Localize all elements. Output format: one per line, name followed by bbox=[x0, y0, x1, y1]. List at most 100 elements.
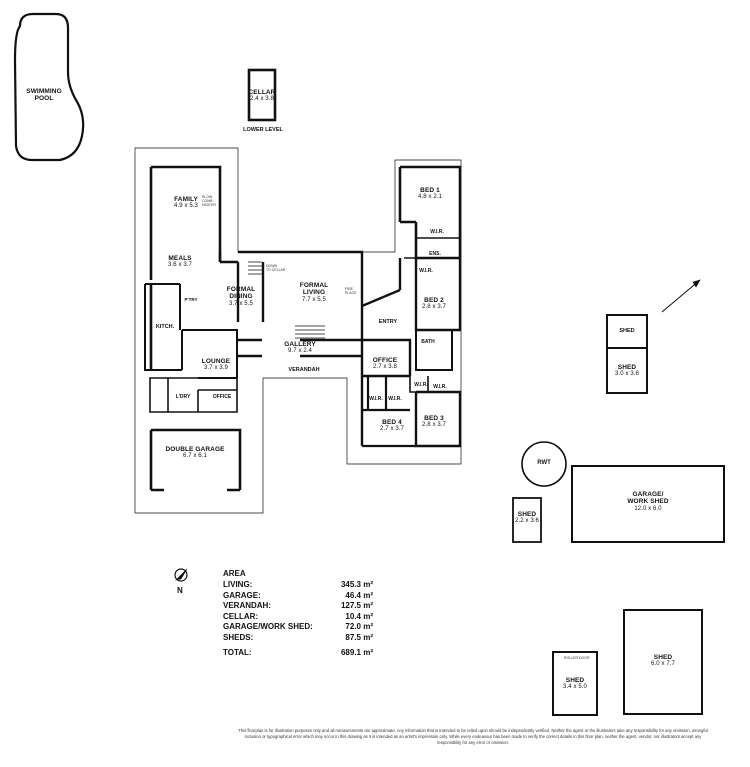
wir-bed4-b-label: W.I.R. bbox=[388, 396, 402, 402]
direction-arrow-head bbox=[692, 279, 701, 288]
area-row-value: 87.5 m² bbox=[345, 632, 373, 642]
shed-top-label: SHED bbox=[619, 328, 635, 334]
area-summary: AREA LIVING:345.3 m² GARAGE: 46.4 m² VERA… bbox=[223, 568, 373, 658]
area-row-label: VERANDAH: bbox=[223, 601, 271, 611]
swimming-pool-label: SWIMMING POOL bbox=[26, 88, 62, 103]
wir-bed3-b-label: W.I.R. bbox=[433, 384, 447, 390]
meals-label: MEALS 3.6 x 3.7 bbox=[168, 255, 192, 269]
shed-c-outline bbox=[552, 651, 598, 716]
down-to-cellar-label: DOWN TO CELLAR bbox=[266, 264, 286, 272]
shed-c-label: SHED 3.4 x 5.0 bbox=[563, 677, 587, 691]
meals-dim: 3.6 x 3.7 bbox=[168, 262, 192, 269]
fire-place-label: FIRE PLACE bbox=[345, 287, 357, 295]
cellar-label: CELLAR 2.4 x 3.8 bbox=[249, 89, 276, 103]
double-garage-name: DOUBLE GARAGE bbox=[165, 446, 225, 453]
stairs bbox=[295, 325, 325, 339]
area-row-cellar: CELLAR: 10.4 m² bbox=[223, 612, 373, 623]
bed1-walls bbox=[398, 165, 462, 260]
bed3-label: BED 3 2.8 x 3.7 bbox=[422, 415, 446, 429]
formal-dining-dim: 3.7 x 5.5 bbox=[229, 300, 253, 307]
area-row-value: 72.0 m² bbox=[345, 622, 373, 632]
area-row-label: SHEDS: bbox=[223, 632, 254, 642]
area-row-value: 345.3 m² bbox=[340, 580, 373, 589]
shed-c-name: SHED bbox=[565, 677, 585, 684]
office-name: OFFICE bbox=[372, 357, 398, 364]
bed4-dim: 2.7 x 3.7 bbox=[380, 426, 404, 433]
area-row-total: TOTAL:689.1 m² bbox=[223, 648, 373, 659]
area-row-living: LIVING:345.3 m² bbox=[223, 580, 373, 591]
office-dim: 2.7 x 3.8 bbox=[373, 364, 397, 371]
gallery-name: GALLERY bbox=[284, 341, 316, 348]
garage-work-shed-outline bbox=[571, 465, 725, 543]
rwt-label: RWT bbox=[537, 460, 551, 466]
wir-bed4-a-label: W.I.R. bbox=[369, 396, 383, 402]
rwt-outline bbox=[521, 441, 567, 487]
bed3-dim: 2.8 x 3.7 bbox=[422, 422, 446, 429]
gallery-dim: 9.7 x 2.4 bbox=[288, 348, 312, 355]
area-row-value: 10.4 m² bbox=[345, 611, 373, 621]
area-row-label: GARAGE: bbox=[223, 590, 261, 600]
slow-combustion-label: SLOW COMB. HEATER bbox=[202, 195, 216, 207]
bed1-name: BED 1 bbox=[420, 187, 440, 194]
shed-b-dim: 2.2 x 3.6 bbox=[515, 518, 539, 525]
cellar-name: CELLAR bbox=[248, 89, 276, 96]
swimming-pool-outline bbox=[13, 12, 85, 162]
ensuite-walls bbox=[404, 237, 460, 259]
shed-d-name: SHED bbox=[653, 654, 673, 661]
compass-north-label: N bbox=[177, 586, 183, 595]
bed2-walls bbox=[361, 258, 462, 332]
wir-bed1-label: W.I.R. bbox=[430, 229, 444, 235]
bath-walls bbox=[415, 330, 453, 371]
office-label: OFFICE 2.7 x 3.8 bbox=[373, 357, 397, 371]
area-row-garage-work-shed: GARAGE/WORK SHED:72.0 m² bbox=[223, 622, 373, 633]
bed2-name: BED 2 bbox=[424, 297, 444, 304]
bed4-label: BED 4 2.7 x 3.7 bbox=[380, 419, 404, 433]
double-garage-walls bbox=[149, 428, 242, 492]
pantry-label: P'TRY bbox=[184, 297, 198, 302]
shed-a-label: SHED 3.0 x 3.6 bbox=[615, 364, 639, 378]
formal-living-name: FORMAL LIVING bbox=[299, 282, 329, 297]
area-row-garage: GARAGE: 46.4 m² bbox=[223, 591, 373, 602]
area-title: AREA bbox=[223, 568, 373, 580]
wir-small-walls bbox=[409, 376, 452, 393]
formal-rooms-walls bbox=[218, 250, 364, 342]
disclaimer-text: This floorplan is for illustration purpo… bbox=[238, 728, 708, 746]
double-garage-label: DOUBLE GARAGE 6.7 x 6.1 bbox=[165, 446, 224, 460]
shed-b-label: SHED 2.2 x 3.6 bbox=[515, 511, 539, 525]
garage-work-shed-name: GARAGE/ WORK SHED bbox=[627, 491, 669, 506]
area-total-value: 689.1 m² bbox=[340, 647, 373, 657]
double-garage-dim: 6.7 x 6.1 bbox=[183, 453, 207, 460]
family-dim: 4.9 x 5.3 bbox=[174, 203, 198, 210]
lounge-name: LOUNGE bbox=[201, 358, 231, 365]
shed-a-dim: 3.0 x 3.6 bbox=[615, 371, 639, 378]
area-row-label: CELLAR: bbox=[223, 611, 259, 621]
small-office-label: OFFICE bbox=[212, 394, 232, 400]
area-title-text: AREA bbox=[223, 569, 246, 578]
formal-living-dim: 7.7 x 5.5 bbox=[302, 296, 326, 303]
bed4-name: BED 4 bbox=[382, 419, 402, 426]
family-label: FAMILY 4.9 x 5.3 bbox=[174, 196, 198, 210]
cellar-dim: 2.4 x 3.8 bbox=[250, 96, 274, 103]
area-row-value: 46.4 m² bbox=[345, 590, 373, 600]
shed-b-outline bbox=[512, 497, 542, 543]
family-name: FAMILY bbox=[174, 196, 198, 203]
garage-work-shed-dim: 12.0 x 6.0 bbox=[634, 505, 662, 512]
area-row-value: 127.5 m² bbox=[340, 601, 373, 611]
bed2-dim: 2.8 x 3.7 bbox=[422, 304, 446, 311]
roller-door-label: ROLLER DOOR bbox=[564, 656, 590, 660]
wir-bed3-a-label: W.I.R. bbox=[414, 382, 428, 388]
laundry-office-walls bbox=[149, 377, 238, 413]
kitchen-walls bbox=[144, 283, 182, 371]
garage-work-shed-label: GARAGE/ WORK SHED 12.0 x 6.0 bbox=[627, 491, 668, 513]
shed-a-outline bbox=[606, 347, 648, 394]
lounge-label: LOUNGE 3.7 x 3.9 bbox=[202, 358, 230, 372]
meals-name: MEALS bbox=[168, 255, 192, 262]
wir-bed2-label: W.I.R. bbox=[419, 268, 433, 274]
area-row-sheds: SHEDS: 87.5 m² bbox=[223, 633, 373, 644]
formal-living-label: FORMAL LIVING 7.7 x 5.5 bbox=[300, 282, 328, 304]
gallery-label: GALLERY 9.7 x 2.4 bbox=[284, 341, 316, 355]
bed1-dim: 4.8 x 2.1 bbox=[418, 194, 442, 201]
direction-arrow bbox=[661, 279, 701, 313]
verandah-label: VERANDAH bbox=[288, 367, 320, 373]
laundry-label: L'DRY bbox=[175, 394, 191, 400]
